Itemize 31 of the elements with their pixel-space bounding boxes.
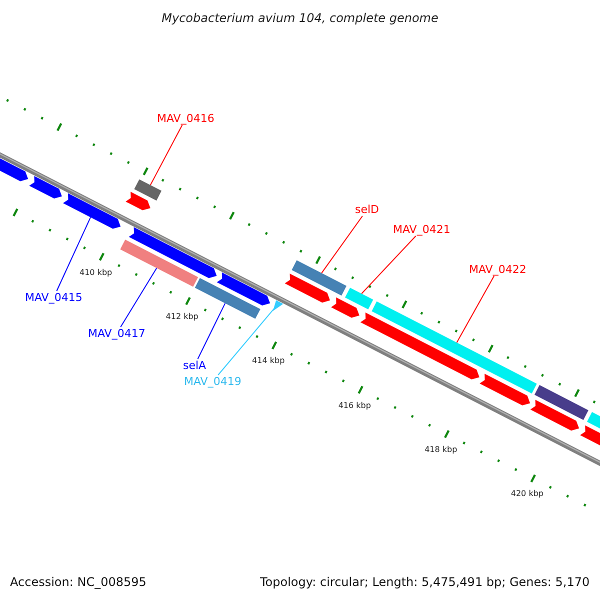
gene-bar [345,288,374,310]
leader-line [361,236,416,294]
footer-text: Accession: NC_008595 [10,576,146,588]
leader-line [150,124,183,186]
leader-line [321,216,363,274]
gene-bar [292,260,346,296]
gene-triangle [272,300,284,311]
gene-bar [134,179,162,201]
footer-text: Topology: circular; Length: 5,475,491 bp; Genes: 5,170 [260,576,590,588]
gene-bar [120,240,198,287]
gene-label: selD [355,204,380,215]
scale-label: 418 kbp [424,446,458,454]
scale-label: 412 kbp [166,313,198,322]
title: Mycobacterium avium 104, complete genome [160,12,440,24]
gene-label: MAV_0422 [469,264,526,275]
gene-bar [372,301,537,394]
gene-feature [63,193,121,229]
gene-label: selA [183,360,206,371]
gene-label: MAV_0415 [25,292,82,303]
scale-label: 420 kbp [510,490,544,498]
gene-label: MAV_0416 [157,113,214,124]
leader-line [197,302,226,360]
leader-line [120,268,158,328]
scale-label: 414 kbp [252,357,285,366]
gene-label: MAV_0421 [393,224,450,235]
scale-label: 410 kbp [80,268,112,277]
leader-line [56,216,92,292]
scale-label: 416 kbp [338,402,371,410]
gene-label: MAV_0417 [88,328,146,339]
leader-line [456,276,495,344]
gene-label: MAV_0419 [184,376,242,387]
